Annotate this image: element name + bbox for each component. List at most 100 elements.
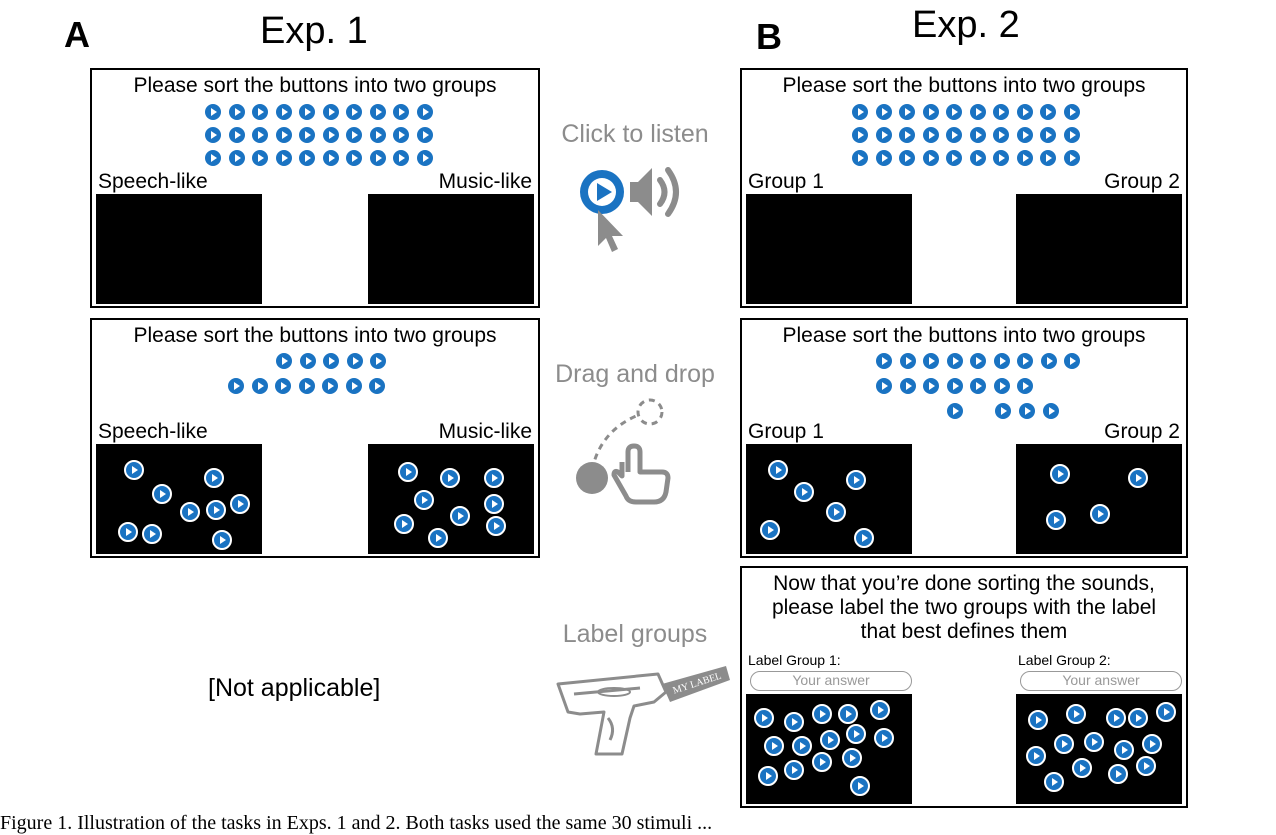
drop-zone-right[interactable] <box>368 194 534 304</box>
sound-play-button[interactable] <box>1128 708 1148 728</box>
drop-zone-left[interactable] <box>746 194 912 304</box>
sound-play-button[interactable] <box>794 482 814 502</box>
sound-play-button[interactable] <box>792 736 812 756</box>
sound-play-button[interactable] <box>1050 464 1070 484</box>
sound-play-button[interactable] <box>1064 353 1080 369</box>
sound-play-button[interactable] <box>1156 702 1176 722</box>
sound-play-button[interactable] <box>205 104 221 120</box>
sound-play-button[interactable] <box>251 378 268 394</box>
sound-play-button[interactable] <box>922 127 939 143</box>
sound-play-button[interactable] <box>205 150 221 166</box>
sound-play-button[interactable] <box>993 353 1010 369</box>
sound-play-button[interactable] <box>969 150 986 166</box>
sound-play-button[interactable] <box>993 150 1009 166</box>
sound-play-button[interactable] <box>1072 758 1092 778</box>
sound-play-button[interactable] <box>322 150 339 166</box>
sound-play-button[interactable] <box>1084 732 1104 752</box>
sound-play-button[interactable] <box>875 150 892 166</box>
sound-play-button[interactable] <box>393 104 409 120</box>
sound-play-button[interactable] <box>1043 403 1059 419</box>
sound-play-button[interactable] <box>923 378 939 394</box>
sound-play-button[interactable] <box>850 776 870 796</box>
sound-play-button[interactable] <box>252 150 268 166</box>
drop-zone-right[interactable] <box>1016 194 1182 304</box>
sound-play-button[interactable] <box>428 528 448 548</box>
sound-play-button[interactable] <box>1028 710 1048 730</box>
sound-play-button[interactable] <box>852 104 868 120</box>
sound-play-button[interactable] <box>870 700 890 720</box>
sound-play-button[interactable] <box>946 150 962 166</box>
sound-play-button[interactable] <box>874 728 894 748</box>
sound-play-button[interactable] <box>369 104 386 120</box>
sound-play-button[interactable] <box>414 490 434 510</box>
sound-play-button[interactable] <box>820 730 840 750</box>
sound-play-button[interactable] <box>1063 104 1080 120</box>
sound-play-button[interactable] <box>946 378 963 394</box>
drop-zone-left[interactable] <box>96 444 262 554</box>
sound-play-button[interactable] <box>142 524 162 544</box>
sound-play-button[interactable] <box>784 712 804 732</box>
sound-play-button[interactable] <box>118 522 138 542</box>
sound-play-button[interactable] <box>212 530 232 550</box>
sound-play-button[interactable] <box>1128 468 1148 488</box>
sound-play-button[interactable] <box>369 378 385 394</box>
sound-play-button[interactable] <box>416 104 433 120</box>
sound-play-button[interactable] <box>947 403 963 419</box>
sound-play-button[interactable] <box>764 736 784 756</box>
sound-play-button[interactable] <box>393 127 409 143</box>
sound-play-button[interactable] <box>299 150 315 166</box>
sound-play-button[interactable] <box>826 502 846 522</box>
sound-play-button[interactable] <box>124 460 144 480</box>
drop-zone-right[interactable] <box>1016 694 1182 804</box>
drop-zone-left[interactable] <box>746 694 912 804</box>
sound-play-button[interactable] <box>876 378 892 394</box>
sound-play-button[interactable] <box>370 353 386 369</box>
sound-play-button[interactable] <box>275 150 292 166</box>
sound-play-button[interactable] <box>946 127 962 143</box>
sound-play-button[interactable] <box>854 528 874 548</box>
sound-play-button[interactable] <box>993 378 1010 394</box>
drop-zone-left[interactable] <box>96 194 262 304</box>
sound-play-button[interactable] <box>1046 510 1066 530</box>
sound-play-button[interactable] <box>484 468 504 488</box>
sound-play-button[interactable] <box>1017 378 1033 394</box>
sound-play-button[interactable] <box>180 502 200 522</box>
drop-zone-right[interactable] <box>1016 444 1182 554</box>
sound-play-button[interactable] <box>298 378 315 394</box>
sound-play-button[interactable] <box>205 127 221 143</box>
sound-play-button[interactable] <box>1114 740 1134 760</box>
sound-play-button[interactable] <box>842 748 862 768</box>
sound-play-button[interactable] <box>450 506 470 526</box>
sound-play-button[interactable] <box>875 104 892 120</box>
sound-play-button[interactable] <box>768 460 788 480</box>
sound-play-button[interactable] <box>899 104 915 120</box>
sound-play-button[interactable] <box>369 150 386 166</box>
sound-play-button[interactable] <box>346 150 362 166</box>
sound-play-button[interactable] <box>346 104 362 120</box>
sound-play-button[interactable] <box>204 468 224 488</box>
sound-play-button[interactable] <box>754 708 774 728</box>
sound-play-button[interactable] <box>346 353 363 369</box>
sound-play-button[interactable] <box>276 353 292 369</box>
sound-play-button[interactable] <box>760 520 780 540</box>
sound-play-button[interactable] <box>228 150 245 166</box>
sound-play-button[interactable] <box>275 127 292 143</box>
sound-play-button[interactable] <box>228 127 245 143</box>
sound-play-button[interactable] <box>152 484 172 504</box>
sound-play-button[interactable] <box>322 378 338 394</box>
sound-play-button[interactable] <box>852 150 868 166</box>
sound-play-button[interactable] <box>1016 150 1033 166</box>
sound-play-button[interactable] <box>206 500 226 520</box>
sound-play-button[interactable] <box>1040 150 1056 166</box>
sound-play-button[interactable] <box>899 378 916 394</box>
sound-play-button[interactable] <box>346 127 362 143</box>
sound-play-button[interactable] <box>1040 104 1056 120</box>
sound-play-button[interactable] <box>922 150 939 166</box>
sound-play-button[interactable] <box>1017 353 1033 369</box>
sound-play-button[interactable] <box>1142 734 1162 754</box>
sound-play-button[interactable] <box>1016 127 1033 143</box>
sound-play-button[interactable] <box>1063 127 1080 143</box>
sound-play-button[interactable] <box>1066 704 1086 724</box>
sound-play-button[interactable] <box>484 494 504 514</box>
sound-play-button[interactable] <box>969 104 986 120</box>
